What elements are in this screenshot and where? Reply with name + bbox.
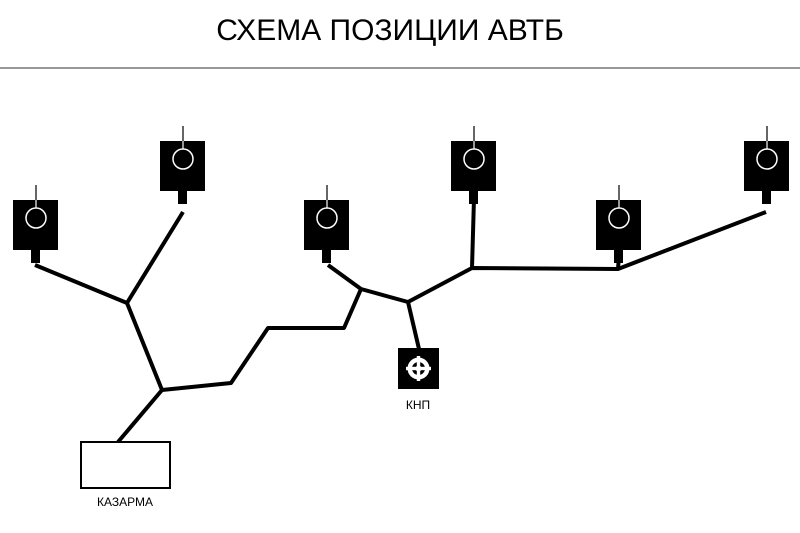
kasarma-node: КАЗАРМА — [80, 441, 171, 509]
knp-node: КНП — [398, 348, 439, 412]
station-tab — [762, 191, 771, 204]
station-tab — [322, 250, 331, 263]
station-5 — [596, 185, 641, 263]
connector-line — [406, 301, 421, 350]
station-tab — [178, 191, 187, 204]
kasarma-label: КАЗАРМА — [97, 495, 153, 509]
knp-label: КНП — [406, 398, 430, 412]
station-4 — [451, 126, 496, 204]
connector-line — [470, 197, 476, 269]
knp-crosshair-icon — [406, 356, 431, 381]
station-1 — [13, 185, 58, 263]
connector-line — [161, 288, 363, 392]
station-2 — [160, 126, 205, 204]
connector-line — [326, 210, 767, 304]
station-3 — [304, 185, 349, 263]
page-title: СХЕМА ПОЗИЦИИ АВТБ — [216, 14, 564, 47]
connector-line — [125, 302, 164, 391]
station-tab — [31, 250, 40, 263]
station-tab — [469, 191, 478, 204]
kasarma-box — [80, 441, 171, 489]
connector-line — [116, 388, 164, 444]
title-divider — [0, 67, 800, 69]
connector-line — [34, 210, 185, 305]
station-tab — [614, 250, 623, 263]
station-6 — [744, 126, 789, 204]
